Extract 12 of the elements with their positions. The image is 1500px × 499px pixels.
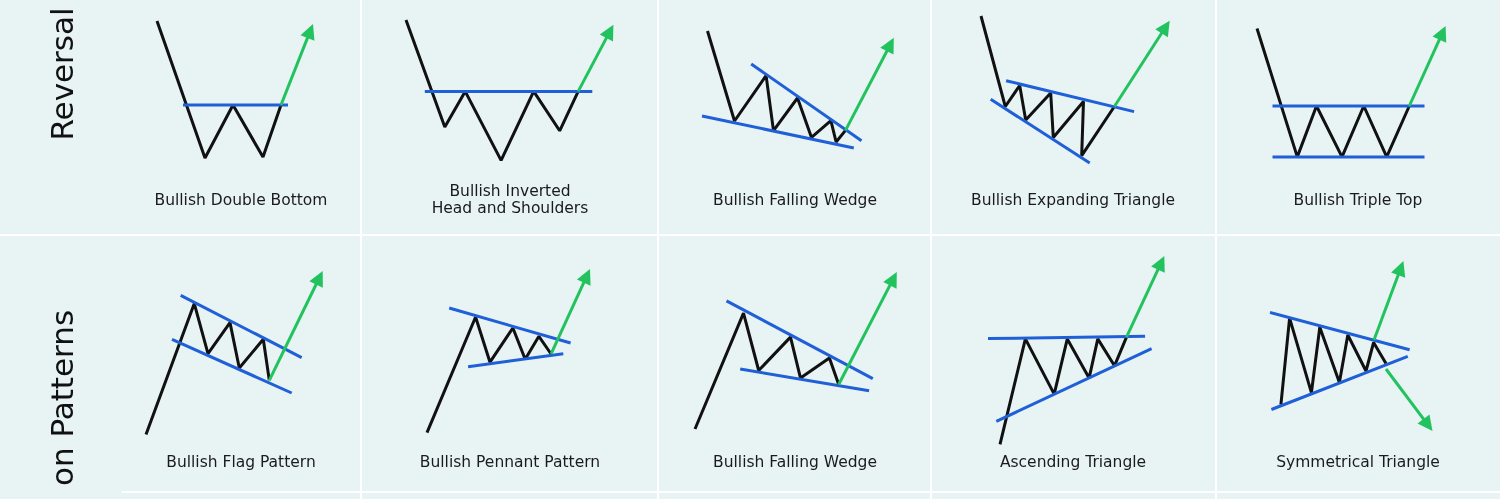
- pattern-caption: Bullish Falling Wedge: [713, 453, 877, 471]
- pattern-caption: Bullish Inverted Head and Shoulders: [431, 183, 589, 217]
- row-header-label: on Patterns: [45, 309, 79, 487]
- pattern-caption: Bullish Triple Top: [1293, 191, 1423, 209]
- pattern-caption: Bullish Flag Pattern: [166, 453, 316, 471]
- pattern-caption: Ascending Triangle: [999, 453, 1147, 471]
- pattern-caption: Bullish Pennant Pattern: [419, 453, 601, 471]
- pattern-caption: Bullish Double Bottom: [154, 191, 328, 209]
- pattern-caption: Symmetrical Triangle: [1276, 453, 1440, 471]
- pattern-caption: Bullish Expanding Triangle: [971, 191, 1175, 209]
- pattern-caption: Bullish Falling Wedge: [713, 191, 877, 209]
- row-header-label: Reversal: [45, 7, 79, 141]
